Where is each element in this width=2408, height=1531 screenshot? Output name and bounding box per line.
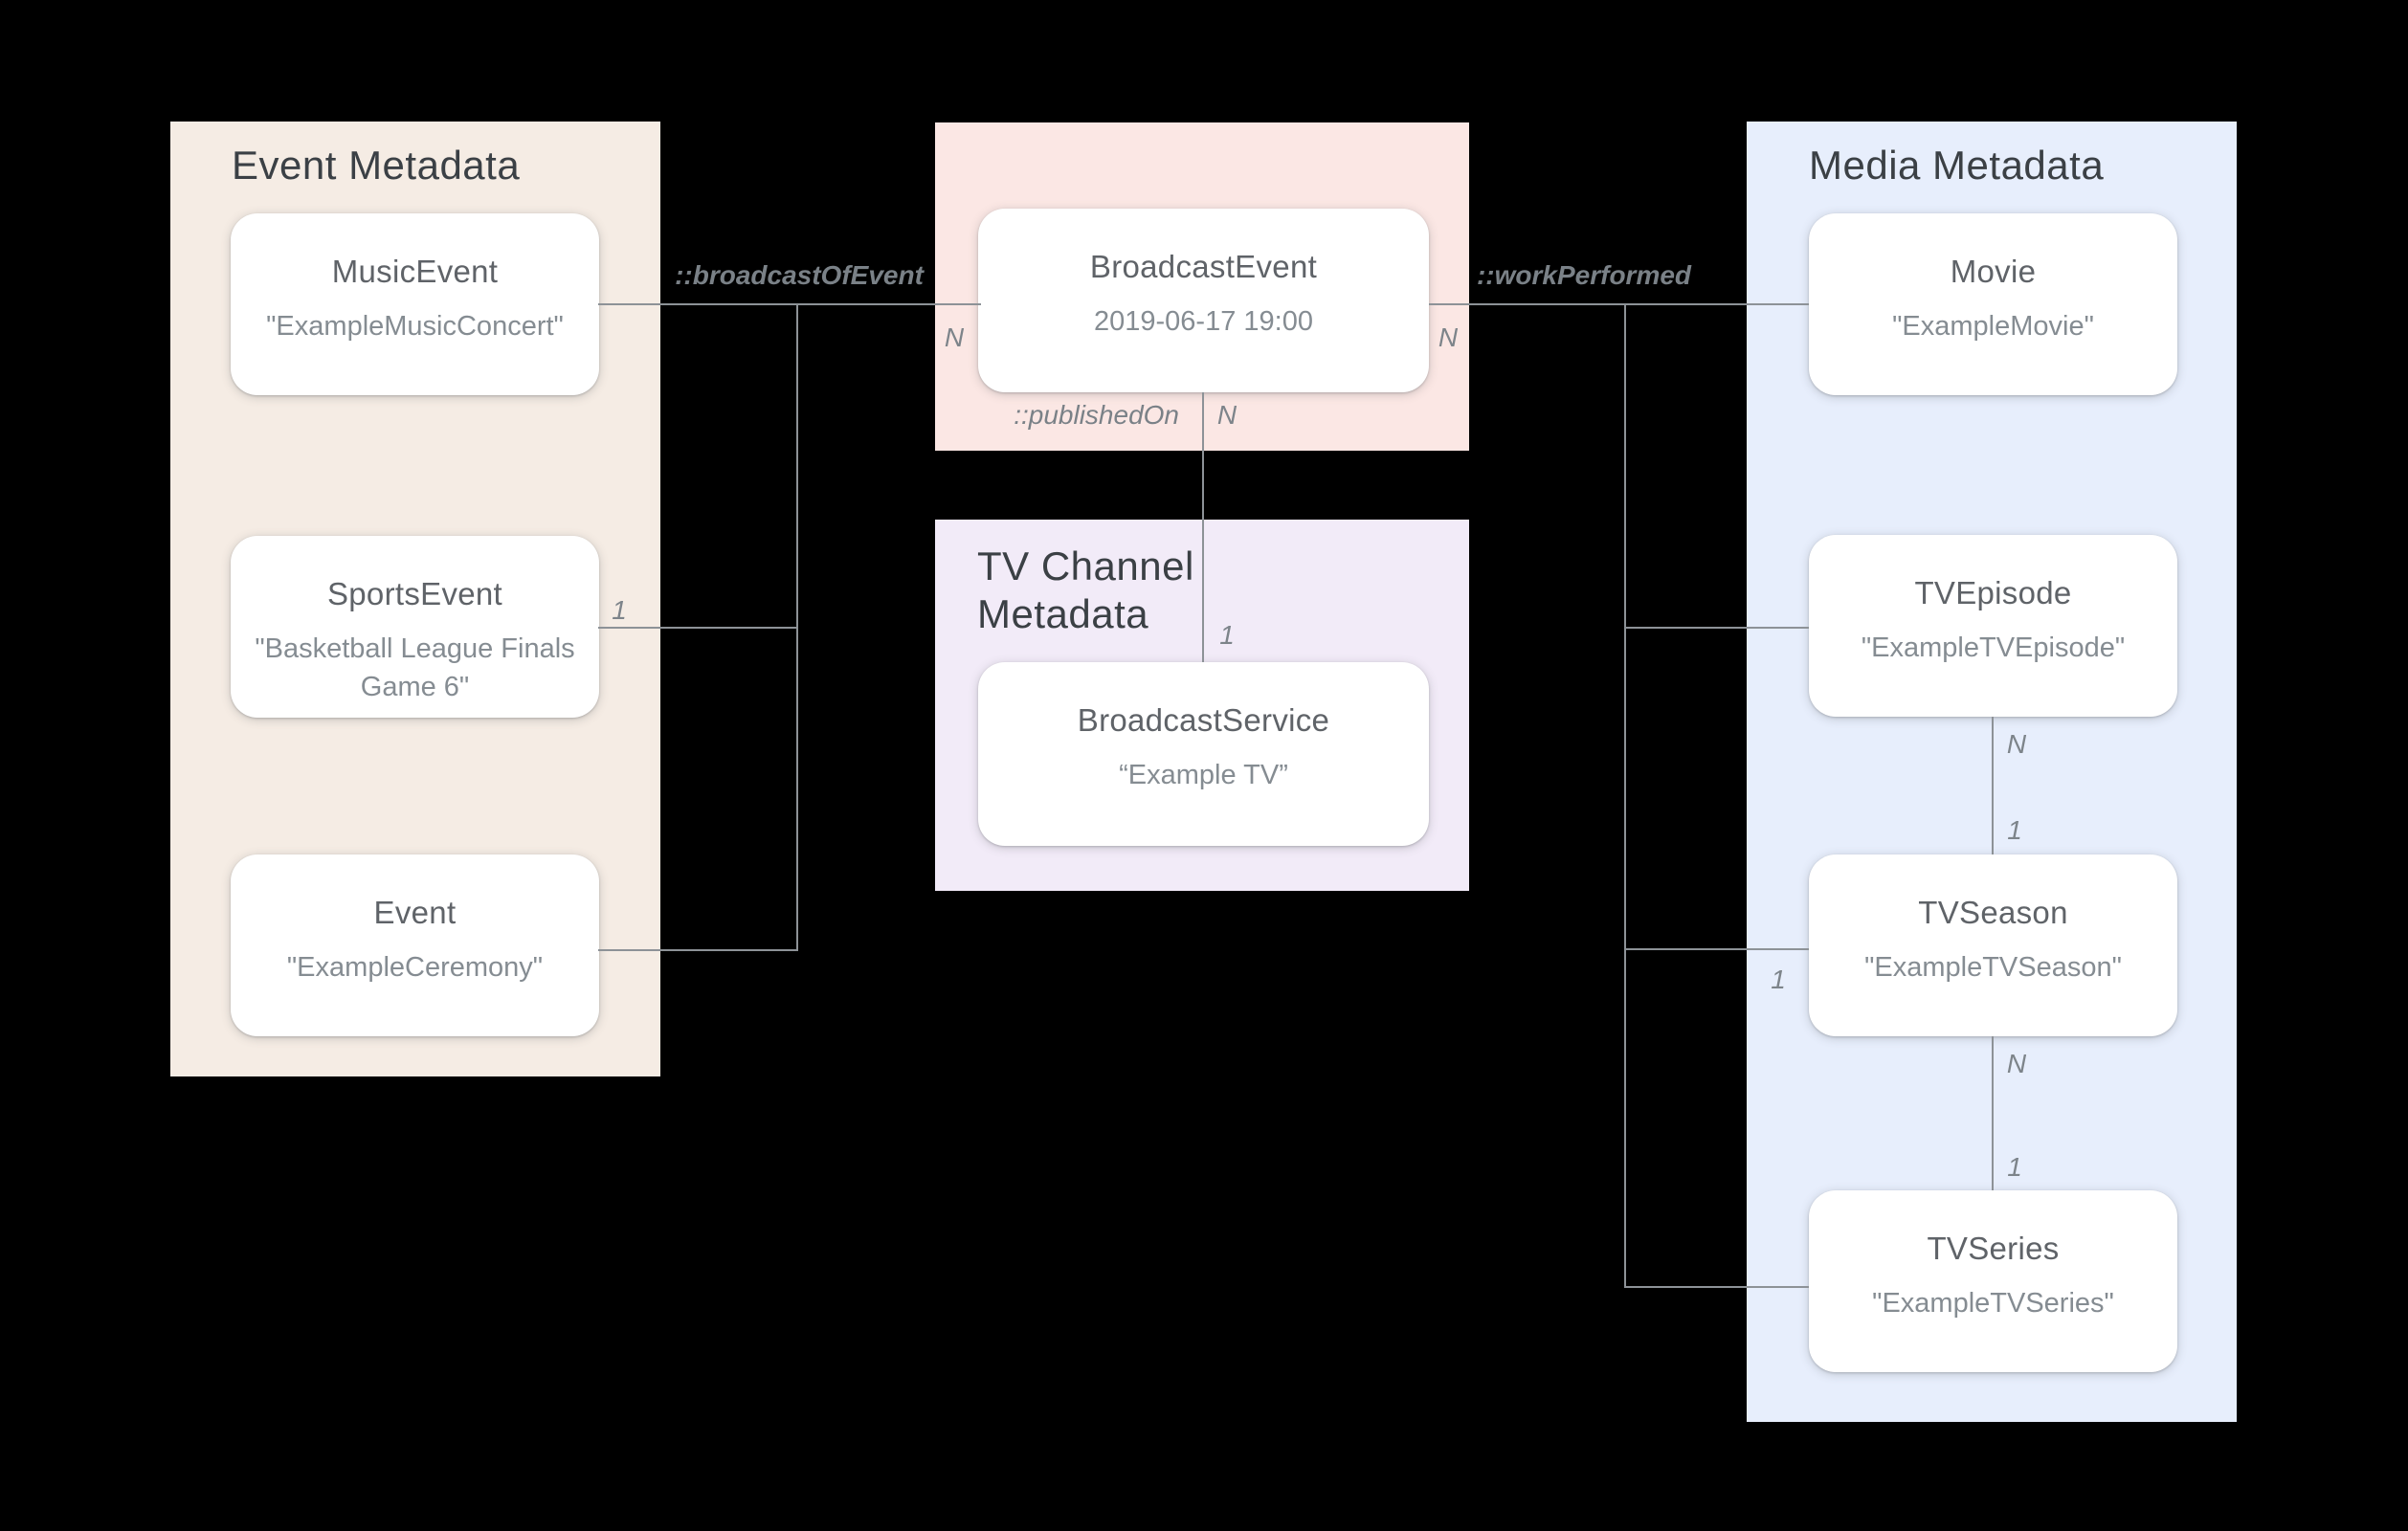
node-title: SportsEvent xyxy=(326,576,503,611)
edge-media-junction-line xyxy=(1624,303,1626,1288)
node-broadcast-service: BroadcastService “Example TV” xyxy=(978,662,1429,846)
cardinality-marker: N xyxy=(2006,729,2027,759)
event-metadata-panel: Event Metadata MusicEvent "ExampleMusicC… xyxy=(170,122,660,1076)
broadcast-event-panel: BroadcastEvent 2019-06-17 19:00 xyxy=(935,122,1469,451)
node-subtitle: "ExampleCeremony" xyxy=(286,952,544,983)
node-subtitle: "ExampleTVSeason" xyxy=(1864,952,2122,983)
event-metadata-title: Event Metadata xyxy=(232,143,521,188)
node-subtitle: "ExampleMovie" xyxy=(1892,311,2094,342)
edge-event-branch-line xyxy=(598,949,798,951)
node-subtitle: "ExampleTVSeries" xyxy=(1872,1288,2114,1319)
edge-sportsevent-branch-line xyxy=(598,627,798,629)
edge-musicevent-broadcastevent-line xyxy=(598,303,981,305)
cardinality-marker: N xyxy=(1438,322,1459,352)
node-subtitle: 2019-06-17 19:00 xyxy=(1094,306,1313,337)
node-tv-episode: TVEpisode "ExampleTVEpisode" xyxy=(1809,535,2177,717)
media-metadata-panel: Media Metadata Movie "ExampleMovie" TVEp… xyxy=(1747,122,2237,1422)
node-title: BroadcastService xyxy=(1077,702,1330,738)
edge-tvseason-branch-line xyxy=(1624,948,1809,950)
node-title: MusicEvent xyxy=(331,254,499,289)
node-title: TVSeason xyxy=(1918,895,2068,930)
cardinality-marker: 1 xyxy=(612,595,627,625)
node-subtitle: "Basketball League Finals Game 6" xyxy=(231,630,599,706)
cardinality-marker: 1 xyxy=(2007,1152,2022,1182)
edge-tvepisode-tvseason-line xyxy=(1992,717,1994,854)
node-title: Movie xyxy=(1950,254,2037,289)
cardinality-marker: N xyxy=(944,322,965,352)
node-title: Event xyxy=(373,895,457,930)
edge-broadcastevent-movie-line xyxy=(1429,303,1809,305)
node-subtitle: "ExampleTVEpisode" xyxy=(1861,632,2126,663)
node-tv-season: TVSeason "ExampleTVSeason" xyxy=(1809,854,2177,1036)
node-subtitle-line: "Basketball League Finals xyxy=(255,633,575,664)
node-movie: Movie "ExampleMovie" xyxy=(1809,213,2177,395)
node-music-event: MusicEvent "ExampleMusicConcert" xyxy=(231,213,599,395)
node-title: TVEpisode xyxy=(1914,575,2072,610)
node-subtitle-line: Game 6" xyxy=(360,672,470,702)
media-metadata-title: Media Metadata xyxy=(1809,143,2105,188)
cardinality-marker: 1 xyxy=(1771,965,1786,994)
edge-tvseason-tvseries-line xyxy=(1992,1036,1994,1190)
edge-label-published-on: ::publishedOn xyxy=(1014,400,1179,430)
tv-channel-metadata-title: TV Channel Metadata xyxy=(977,544,1194,636)
node-broadcast-event: BroadcastEvent 2019-06-17 19:00 xyxy=(978,209,1429,392)
cardinality-marker: 1 xyxy=(2007,815,2022,845)
edge-tvepisode-branch-line xyxy=(1624,627,1809,629)
node-title: TVSeries xyxy=(1927,1231,2060,1266)
node-tv-series: TVSeries "ExampleTVSeries" xyxy=(1809,1190,2177,1372)
node-subtitle: "ExampleMusicConcert" xyxy=(266,311,564,342)
edge-label-broadcast-of-event: ::broadcastOfEvent xyxy=(675,260,924,290)
cardinality-marker: N xyxy=(1216,400,1237,430)
node-subtitle: “Example TV” xyxy=(1119,760,1288,790)
edge-tvseries-branch-line xyxy=(1624,1286,1809,1288)
edge-publishedon-line xyxy=(1202,392,1204,662)
node-sports-event: SportsEvent "Basketball League Finals Ga… xyxy=(231,536,599,718)
cardinality-marker: N xyxy=(2006,1049,2027,1078)
node-title: BroadcastEvent xyxy=(1089,249,1318,284)
edge-label-work-performed: ::workPerformed xyxy=(1476,260,1692,290)
cardinality-marker: 1 xyxy=(1219,620,1235,650)
node-event: Event "ExampleCeremony" xyxy=(231,854,599,1036)
